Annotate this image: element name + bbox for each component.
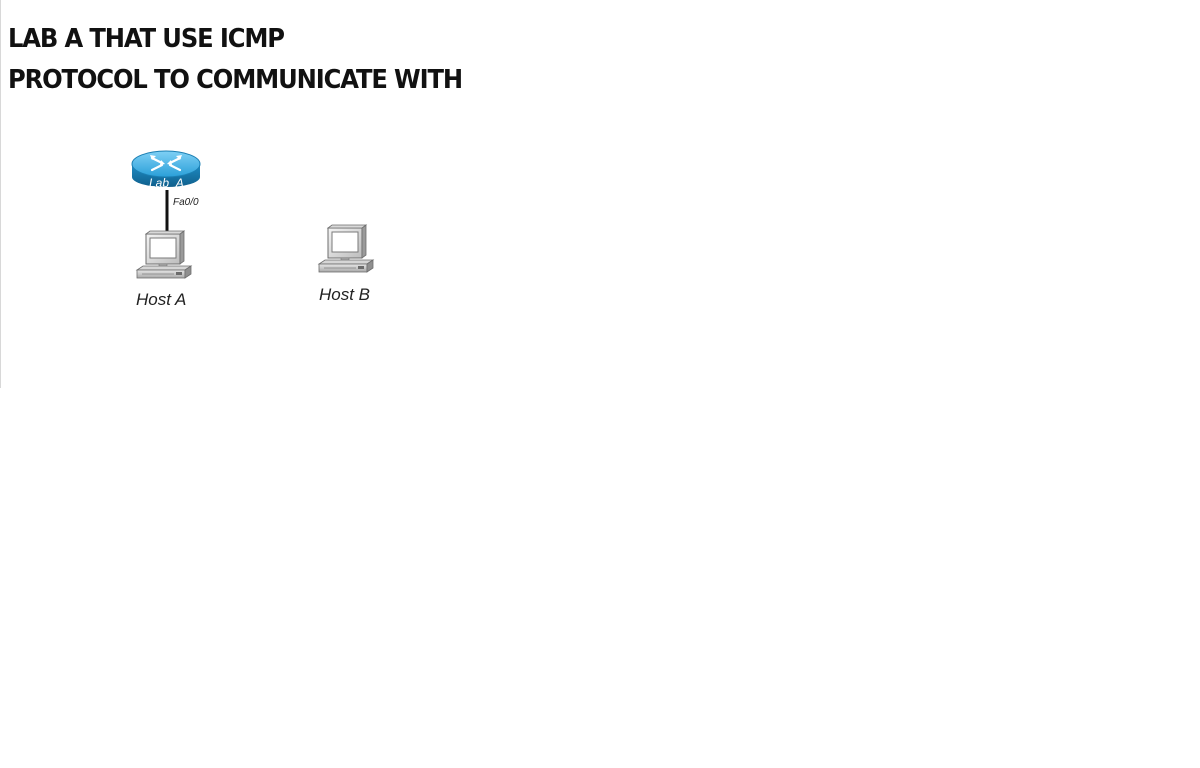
port-label: Fa0/0 bbox=[173, 197, 199, 208]
router-icon bbox=[131, 150, 201, 187]
title-line-2: PROTOCOL TO COMMUNICATE WITH bbox=[8, 65, 463, 95]
host-b-label: Host B bbox=[319, 285, 370, 304]
desktop-computer-icon bbox=[136, 230, 192, 279]
desktop-computer-icon bbox=[318, 224, 374, 273]
title-line-1: LAB A THAT USE ICMP bbox=[8, 24, 285, 54]
network-diagram: Fa0/0 Lab_A Host A Host B bbox=[131, 150, 374, 309]
host-a-label: Host A bbox=[136, 290, 186, 309]
router-label: Lab_A bbox=[149, 176, 184, 190]
left-border bbox=[0, 0, 1, 388]
